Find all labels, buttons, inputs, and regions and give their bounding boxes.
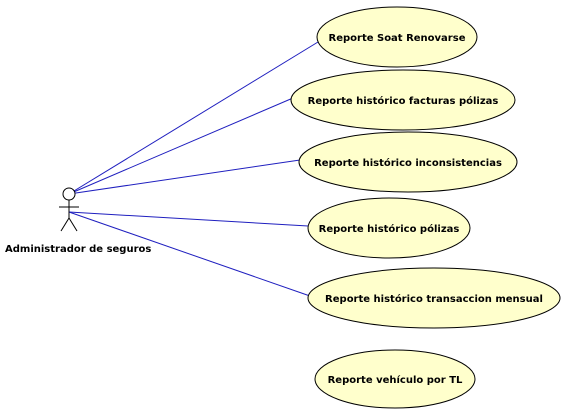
use-case-label: Reporte vehículo por TL [328, 374, 463, 386]
association-line-uc2 [68, 97, 294, 195]
use-case-label: Reporte histórico transaccion mensual [325, 293, 543, 305]
use-case-ellipse [307, 197, 471, 259]
association-lines [68, 41, 319, 297]
use-case-uc6[interactable]: Reporte vehículo por TL [314, 349, 476, 409]
use-case-uc5[interactable]: Reporte histórico transaccion mensual [307, 267, 561, 329]
use-case-uc3[interactable]: Reporte histórico inconsistencias [298, 131, 518, 193]
use-case-ellipse [290, 69, 516, 131]
use-case-ellipse [307, 267, 561, 329]
association-line-uc1 [68, 41, 319, 195]
actor-administrador[interactable]: Administrador de seguros [5, 187, 151, 255]
actor-right-leg [68, 217, 78, 232]
use-case-ellipse [316, 6, 478, 68]
use-case-label: Reporte histórico pólizas [319, 223, 460, 235]
actor-name-label: Administrador de seguros [5, 244, 151, 255]
use-case-uc4[interactable]: Reporte histórico pólizas [307, 197, 471, 259]
use-case-uc2[interactable]: Reporte histórico facturas pólizas [290, 69, 516, 131]
association-line-uc3 [68, 159, 301, 195]
use-case-uc1[interactable]: Reporte Soat Renovarse [316, 6, 478, 68]
use-case-label: Reporte Soat Renovarse [329, 33, 466, 44]
use-case-ellipse [298, 131, 518, 193]
association-line-uc4 [68, 211, 309, 227]
actor-left-leg [60, 217, 70, 232]
use-case-ellipse [314, 349, 476, 409]
use-case-label: Reporte histórico inconsistencias [314, 157, 502, 169]
actor-head [62, 187, 76, 201]
use-case-label: Reporte histórico facturas pólizas [308, 95, 499, 107]
association-line-uc5 [68, 211, 311, 297]
